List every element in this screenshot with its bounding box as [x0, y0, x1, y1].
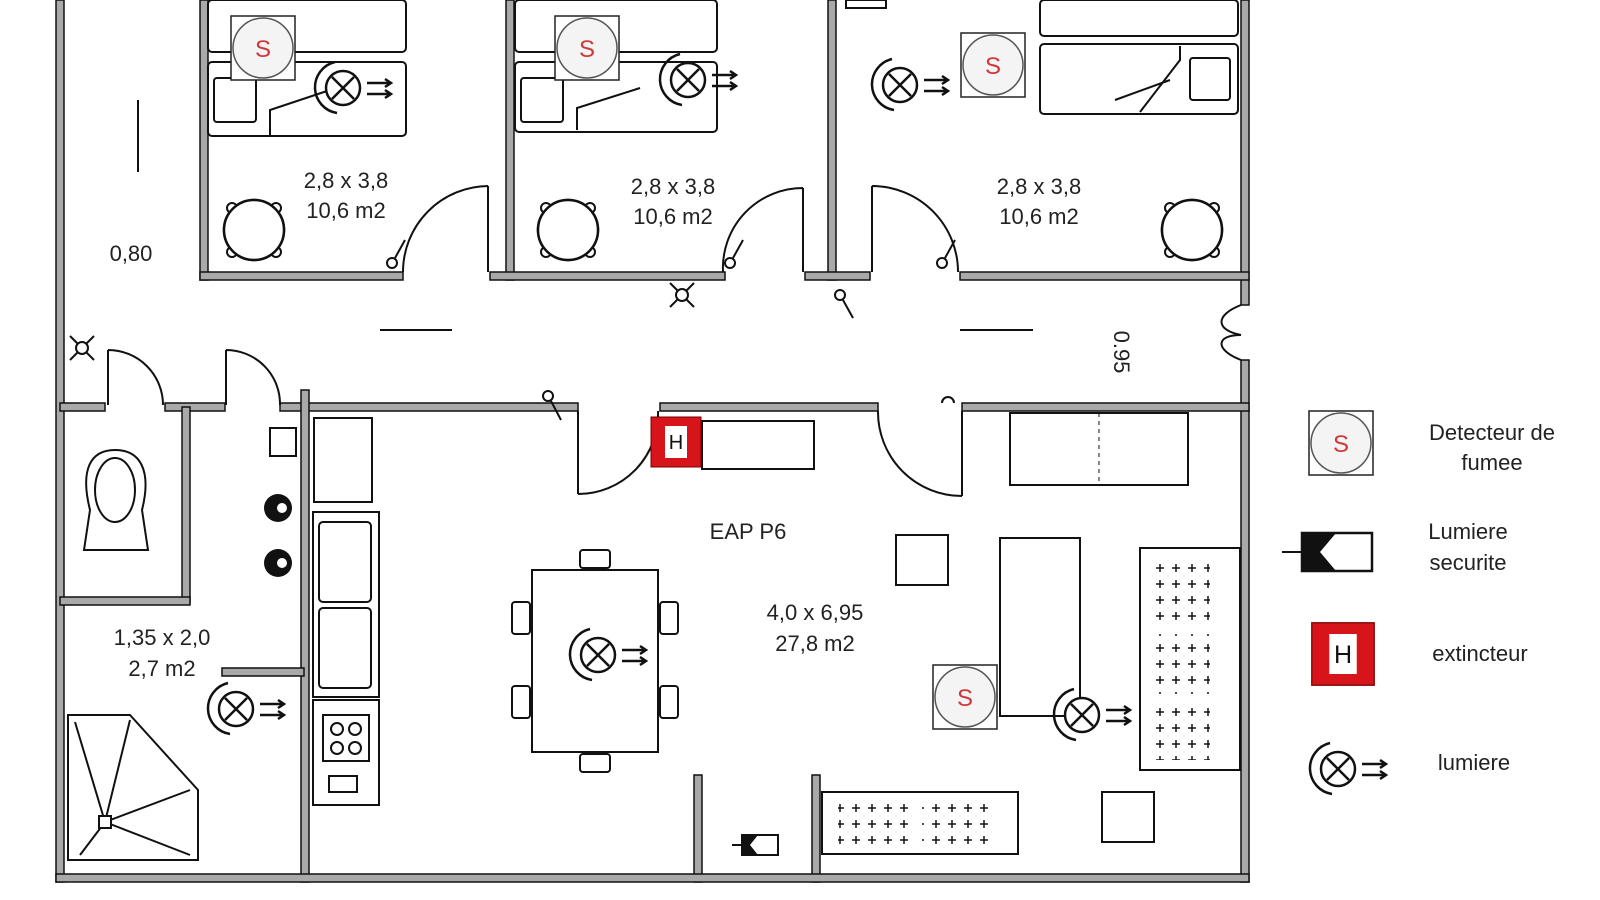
legend-extinguisher-label: extincteur	[1432, 641, 1527, 666]
smoke-detector-icon: S	[230, 15, 296, 81]
living-furniture	[67, 412, 1241, 861]
legend: S Detecteur de fumee Lumiere securite H …	[1282, 410, 1555, 796]
svg-text:S: S	[1333, 431, 1349, 458]
extinguisher-icon: H	[650, 416, 702, 468]
svg-text:H: H	[669, 432, 683, 454]
svg-text:S: S	[985, 53, 1001, 80]
corridor-width-right: 0.95	[1109, 331, 1134, 374]
legend-smoke-detector-icon: S	[1308, 410, 1374, 476]
legend-safety-light-label-2: securite	[1429, 550, 1506, 575]
smoke-detector-icon: S	[960, 32, 1026, 98]
svg-text:S: S	[255, 36, 271, 63]
annotations	[69, 100, 1033, 421]
legend-safety-light-label: Lumiere	[1428, 519, 1507, 544]
bedroom-1-size: 2,8 x 3,8	[304, 168, 388, 193]
legend-light-label: lumiere	[1438, 750, 1510, 775]
safety-light-icon	[732, 834, 779, 856]
smoke-detector-icon: S	[554, 15, 620, 81]
bedroom-3-size: 2,8 x 3,8	[997, 174, 1081, 199]
svg-text:H: H	[1334, 641, 1352, 669]
bedroom-2-area: 10,6 m2	[633, 204, 713, 229]
smoke-detector-icon: S	[932, 664, 998, 730]
legend-smoke-detector-label-2: fumee	[1461, 450, 1522, 475]
bathroom-area: 2,7 m2	[128, 656, 195, 681]
living-area: 27,8 m2	[775, 631, 855, 656]
legend-safety-light-icon	[1282, 531, 1374, 573]
bathroom-size: 1,35 x 2,0	[114, 625, 211, 650]
bedroom-2-size: 2,8 x 3,8	[631, 174, 715, 199]
corridor-width-left: 0,80	[110, 241, 153, 266]
legend-light-icon	[1308, 741, 1388, 796]
room-label: EAP P6	[710, 519, 787, 544]
walls	[55, 0, 1250, 883]
legend-extinguisher-icon: H	[1311, 622, 1375, 686]
living-size: 4,0 x 6,95	[767, 600, 864, 625]
light-icon	[206, 681, 286, 736]
light-icon	[870, 57, 950, 112]
svg-text:S: S	[957, 685, 973, 712]
bedroom-3-area: 10,6 m2	[999, 204, 1079, 229]
bedroom-1-area: 10,6 m2	[306, 198, 386, 223]
svg-text:S: S	[579, 36, 595, 63]
legend-smoke-detector-label: Detecteur de	[1429, 420, 1555, 445]
